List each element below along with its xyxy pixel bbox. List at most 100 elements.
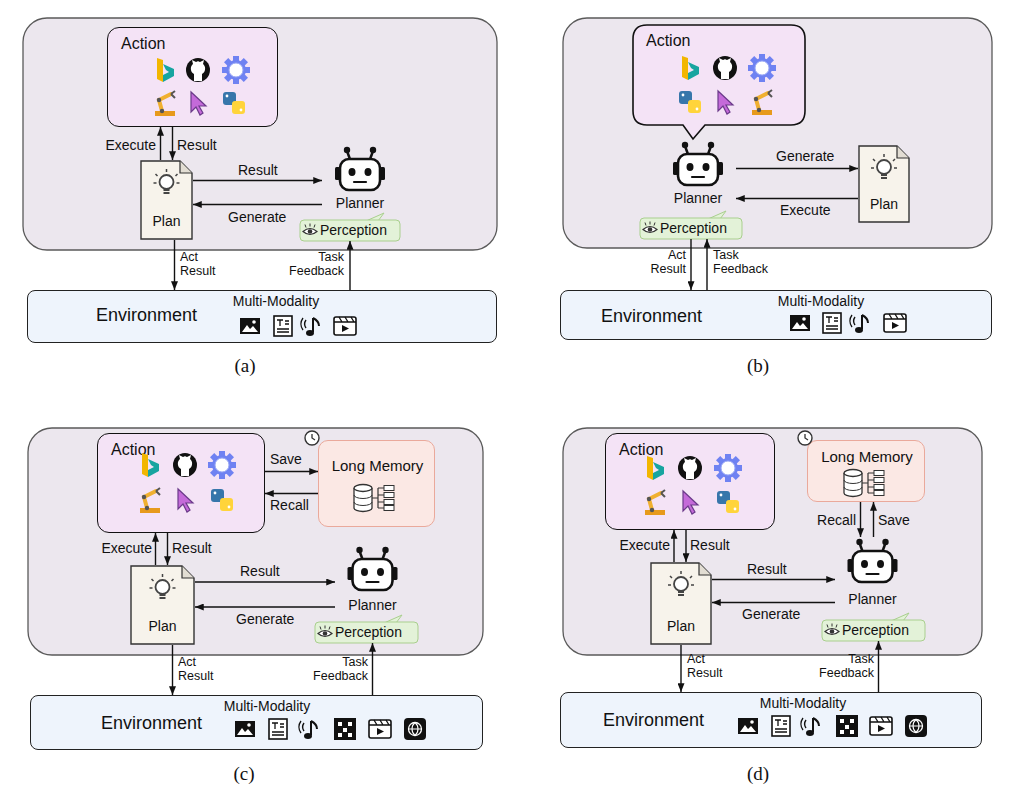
arm-links [159,94,171,111]
eye-icon [643,222,657,233]
block-pixel [343,728,347,732]
db-leaf [384,486,394,491]
audio-waves [301,318,306,330]
env-node: EnvironmentMulti-Modality [560,290,992,340]
gear-tooth [732,456,740,464]
python-icon [223,92,245,114]
edge-label: Execute [100,137,156,153]
video-play [342,325,349,332]
arm-joint [157,98,161,102]
planner-node: Planner [835,537,910,609]
audio-head [306,330,314,336]
robot-mouth [867,573,879,575]
gear-tooth [240,74,248,82]
arm-gripper [171,91,175,98]
gear-tooth [226,469,234,477]
video-play [892,322,899,329]
python-blue [223,92,236,105]
gear-tooth [208,462,214,468]
cursor-arrow [178,489,193,512]
gear-tooth [759,76,765,82]
edge-label: Recall [270,497,340,513]
node-title: Perception [660,220,727,237]
document-fold [699,563,711,575]
robot-antenna-ball [356,547,362,553]
arm-joint [145,506,149,510]
eye-lashes [827,624,837,628]
python-eye [226,95,229,98]
robot-eye [703,163,710,171]
github-cat [718,58,732,79]
perception-band [640,218,742,239]
robot-antenna-ball [382,547,388,553]
node-title: Planner [312,195,408,212]
python-eye [734,508,737,511]
env-node: EnvironmentMulti-Modality [30,695,483,750]
python-yellow [220,498,233,511]
gear-tooth [219,473,225,479]
robot-antenna-ball [708,142,714,148]
robot-icon [673,142,723,185]
flow-arrow [673,530,674,562]
node-title: Plan [650,618,712,635]
bing-icon [157,58,174,82]
flow-arrow [160,127,161,160]
img-icon [235,721,255,737]
db-leaf [384,506,394,511]
gear-tooth [736,465,742,471]
text-doc [772,716,790,736]
bing-icon [647,456,664,480]
eye-outline [643,227,657,233]
arm-links [144,491,156,508]
flow-arrow [193,180,322,181]
bing-icon [142,453,159,477]
video-bar [884,314,906,319]
flow-arrow [685,530,686,562]
audio-head [806,730,814,736]
globe-ball [910,720,923,733]
edge-label: Generate [228,209,298,225]
node-title: Action [111,440,155,459]
bulb-base [678,592,684,595]
bulb-glass [160,175,174,189]
robot-eye [861,560,868,568]
edge-label: Result [172,540,242,556]
clock-hands [312,434,315,440]
python-eye [228,506,231,509]
arm-base [645,510,665,515]
github-cat [191,60,205,81]
gear-tooth [750,72,758,80]
node-subtitle: Multi-Modality [733,695,873,712]
github-disc [173,453,197,477]
node-subtitle: Multi-Modality [197,698,337,715]
bulb-icon [668,571,694,595]
eye-lashes [645,222,655,226]
block-pixel [338,733,342,737]
node-title: Plan [130,618,195,635]
block-pixel [850,730,854,734]
action-node: Action [97,433,265,533]
cursor-arrow [718,91,733,114]
vid-icon [334,317,356,335]
db-cylinder [354,488,372,512]
robot-antenna-ball [370,147,376,153]
audio-waves [801,718,806,730]
flow-arrow [195,606,335,607]
bulb-icon [154,169,180,193]
gear-tooth [224,74,232,82]
gear-icon [208,451,236,479]
arm-joint [757,108,761,112]
db-leaf [874,491,884,496]
flow-arrow [736,168,858,169]
image-mountain [792,322,808,329]
video-frame [369,720,391,738]
python-icon [211,489,233,511]
eye-icon [318,626,332,637]
globe-lines [910,720,923,733]
img-icon [240,318,260,334]
gear-hub [755,61,769,75]
node-title: Planner [325,597,420,614]
arm-icon [645,490,665,515]
github-icon [173,453,197,477]
bulb-glass [156,580,170,594]
